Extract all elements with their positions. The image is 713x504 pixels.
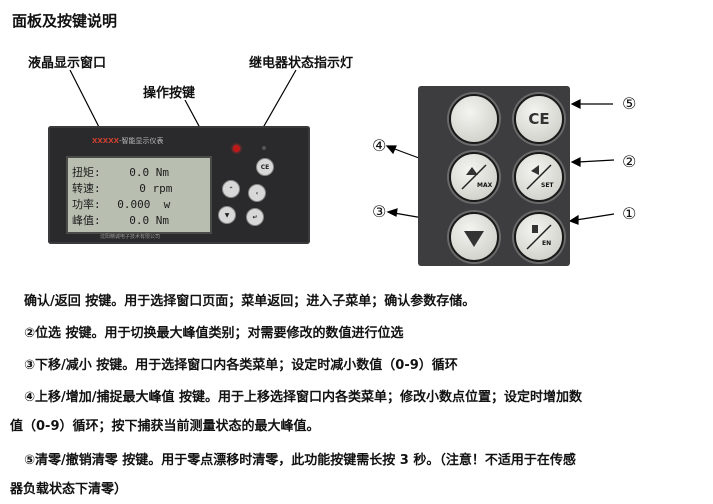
left-arrow-icon — [526, 164, 552, 190]
device-brand: XXXXX — [92, 137, 119, 145]
page-title: 面板及按键说明 — [12, 12, 118, 30]
description-down: ③下移/减小 按键。用于选择窗口内各类菜单；设定时减小数值（0-9）循环 — [24, 358, 458, 373]
device-company: 沈阳精诚电子技术有限公司 — [100, 234, 161, 240]
marker-two: ② — [622, 152, 637, 171]
device-enter-button[interactable]: ↵ — [246, 208, 264, 226]
set-key[interactable] — [514, 152, 564, 202]
lcd-callout-label: 液晶显示窗口 — [28, 56, 107, 71]
en-key-label: EN — [542, 240, 552, 247]
marker-one: ① — [622, 204, 637, 223]
lcd-row: 峰值: 0.0 Nm — [72, 214, 169, 227]
set-key-label: SET — [541, 182, 554, 189]
description-confirm: 确认/返回 按键。用于选择窗口页面；菜单返回；进入子菜单；确认参数存储。 — [24, 294, 476, 309]
relay-indicator-light — [233, 145, 240, 152]
device-header: XXXXX-智能显示仪表 — [92, 136, 164, 146]
marker-three: ③ — [372, 202, 387, 221]
blank-key[interactable] — [449, 94, 499, 144]
up-arrow-icon — [461, 164, 487, 190]
device-set-button[interactable]: ‹ — [248, 184, 266, 202]
device-ce-button[interactable]: CE — [256, 158, 274, 176]
lcd-row: 扭矩: 0.0 Nm — [72, 166, 169, 179]
device-model-title: -智能显示仪表 — [119, 137, 164, 145]
down-key[interactable] — [449, 212, 499, 262]
lcd-row: 转速: 0 rpm — [72, 182, 173, 195]
en-key[interactable] — [514, 212, 564, 262]
indicator-light-off — [262, 146, 266, 150]
max-key[interactable] — [449, 152, 499, 202]
description-zero-continued: 器负载状态下清零） — [10, 482, 128, 497]
marker-four: ④ — [372, 136, 387, 155]
ce-key[interactable]: CE — [514, 94, 564, 144]
description-zero: ⑤清零/撤销清零 按键。用于零点漂移时清零，此功能按键需长按 3 秒。（注意！不… — [24, 453, 576, 468]
device-down-button[interactable]: ▼ — [218, 206, 236, 224]
down-arrow-icon — [464, 231, 484, 247]
description-up: ④上移/增加/捕捉最大峰值 按键。用于上移选择窗口内各类菜单；修改小数点位置；设… — [24, 390, 583, 405]
description-select: ②位选 按键。用于切换最大峰值类别；对需要修改的数值进行位选 — [24, 326, 404, 341]
device-max-button[interactable]: ⌃ — [222, 180, 240, 198]
keys-callout-label: 操作按键 — [143, 86, 196, 101]
description-up-continued: 值（0-9）循环；按下捕获当前测量状态的最大峰值。 — [10, 419, 320, 434]
lcd-row: 功率: 0.000 w — [72, 198, 171, 211]
lcd-display: 扭矩: 0.0 Nm 转速: 0 rpm 功率: 0.000 w 峰值: 0.0… — [66, 156, 212, 234]
max-key-label: MAX — [477, 182, 493, 189]
enter-icon — [526, 224, 552, 250]
relay-callout-label: 继电器状态指示灯 — [249, 56, 354, 71]
marker-five: ⑤ — [622, 94, 637, 113]
